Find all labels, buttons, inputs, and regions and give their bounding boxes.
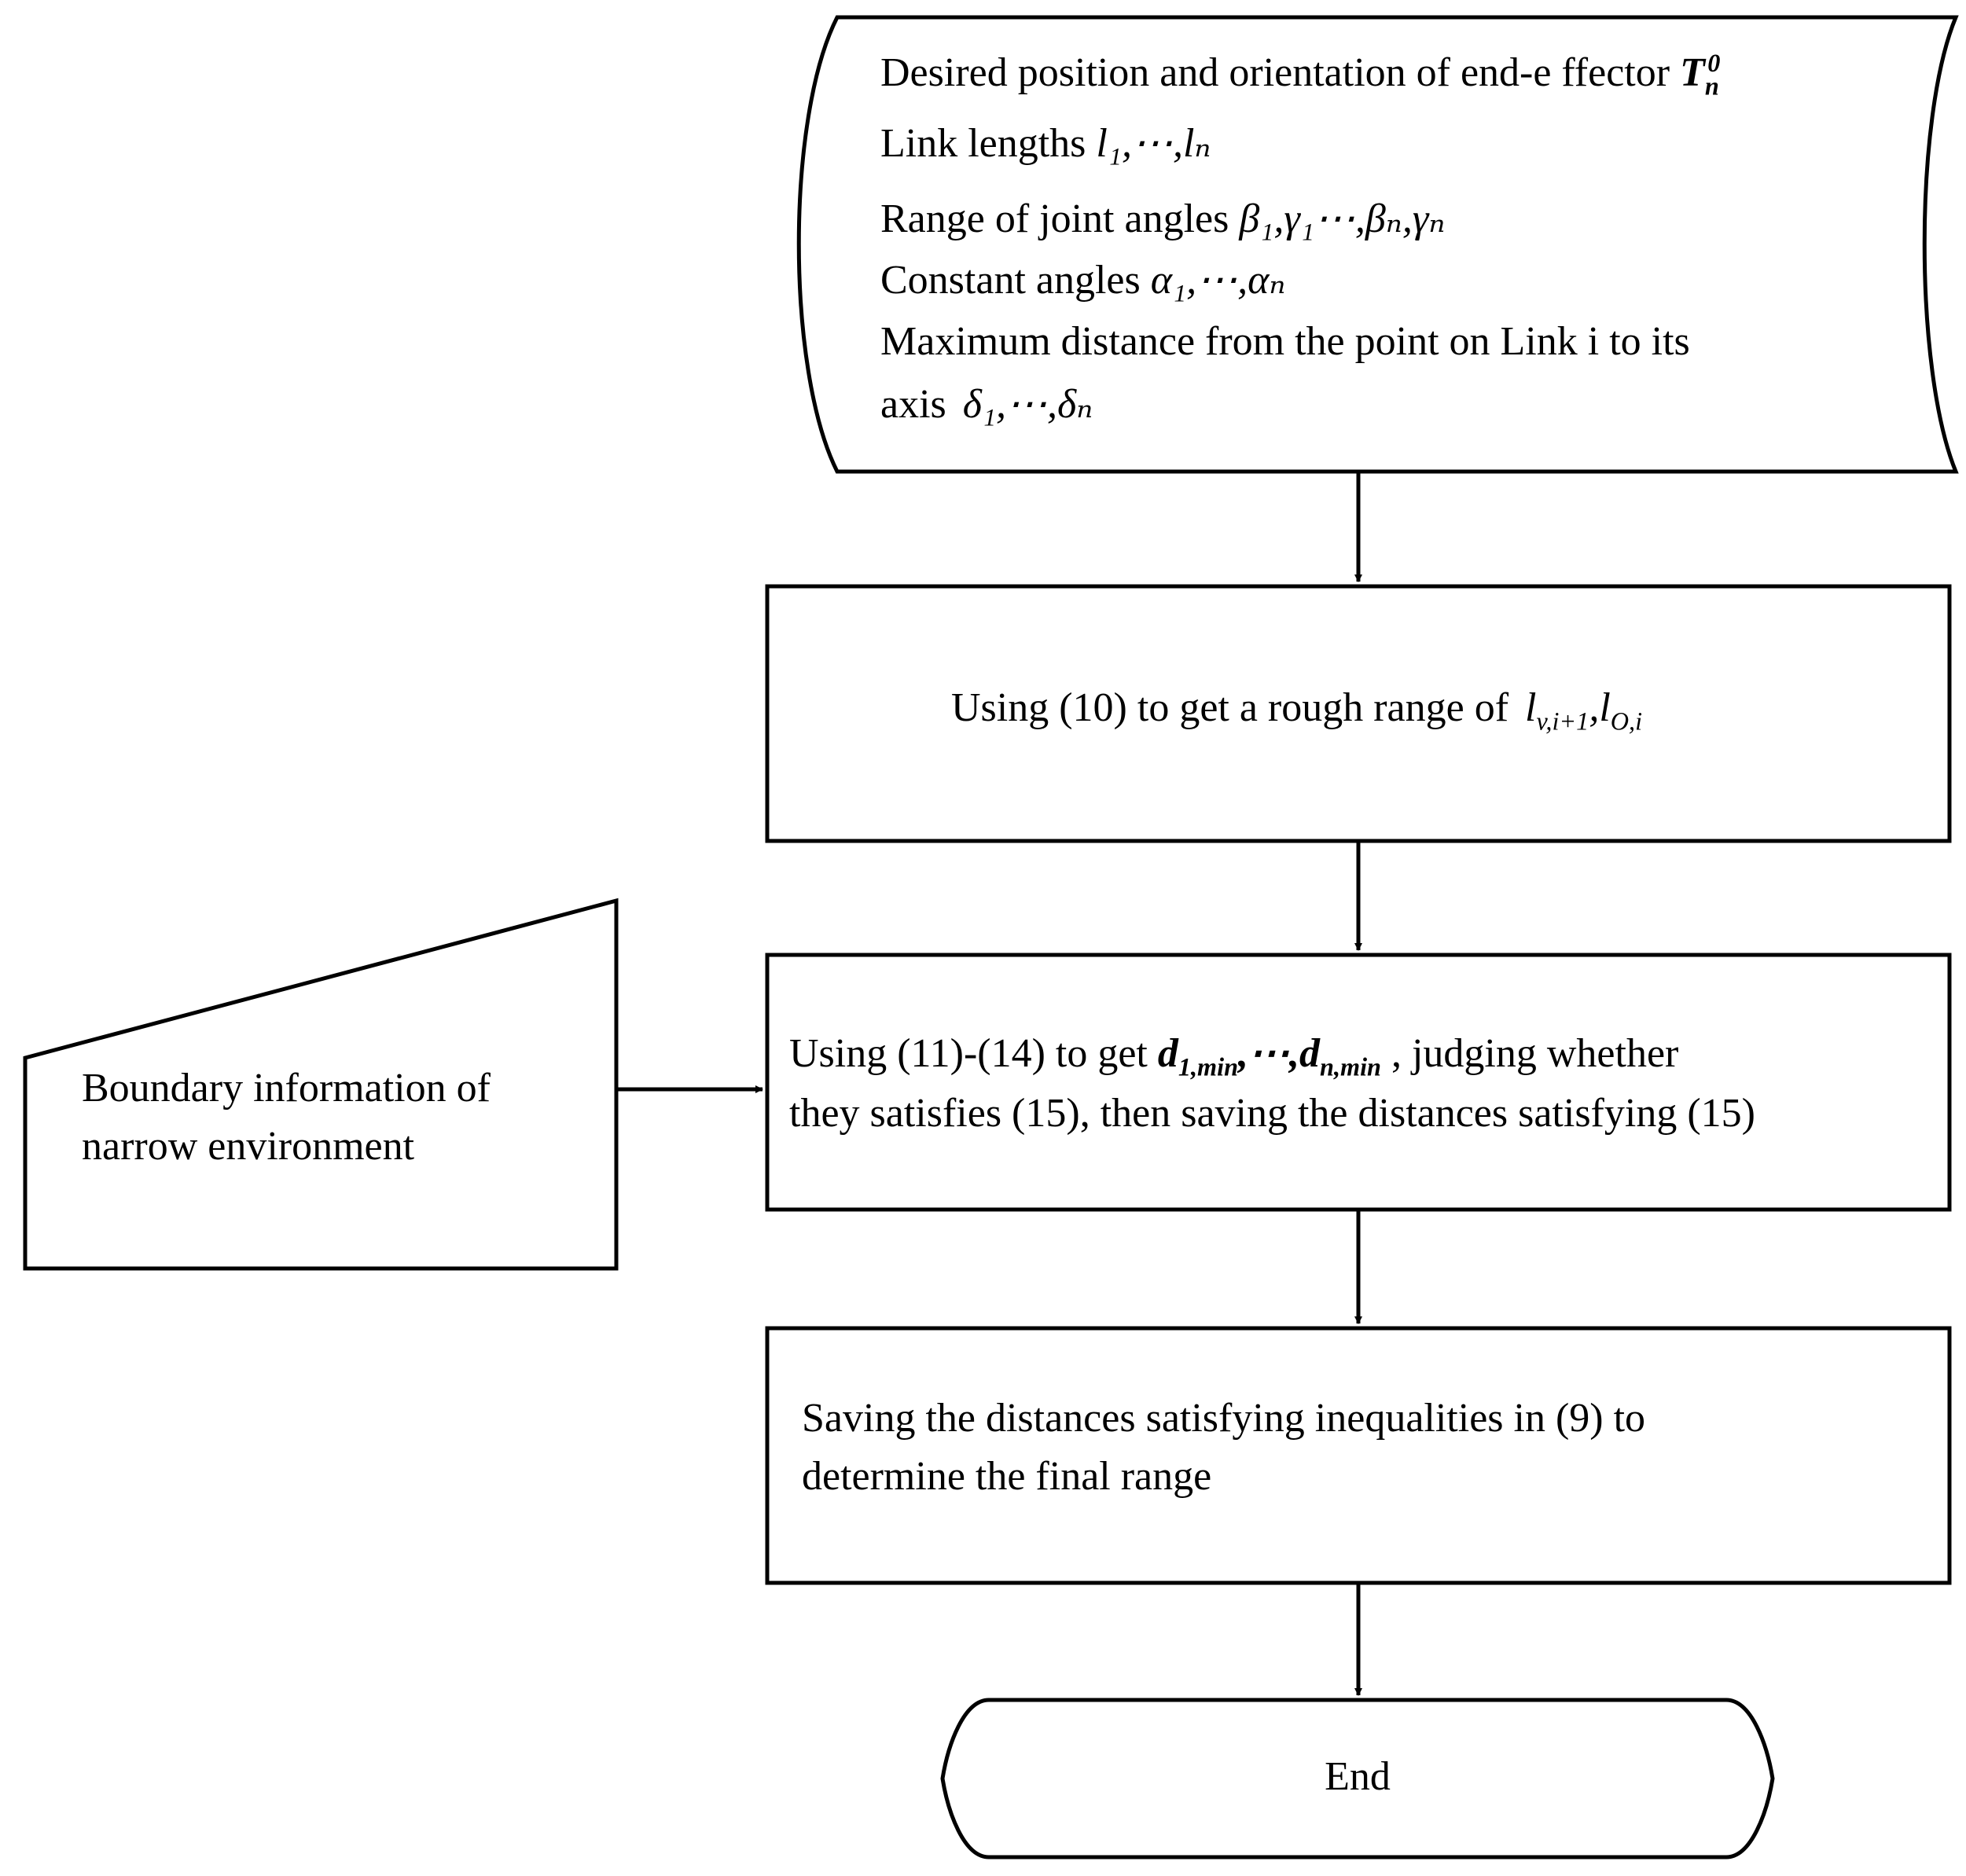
constant-angles-expr: α₁,⋯,αₙ [1150, 258, 1286, 303]
step2-expr-a: d [1157, 1031, 1178, 1076]
step1-expr-b: l [1599, 685, 1611, 730]
input-line-5-text: Maximum distance from the point on Link … [880, 319, 1690, 364]
end-terminator-shape [940, 1698, 1775, 1859]
boundary-line-1-text: Boundary information of [82, 1066, 491, 1111]
step3-line-2: determine the final range [802, 1452, 1211, 1501]
input-line-3: Range of joint angles β₁,γ₁⋯,βₙ,γₙ [880, 195, 1445, 244]
boundary-line-2: narrow environment [82, 1122, 414, 1171]
input-line-6-text: axis [880, 382, 946, 427]
input-line-1-text: Desired position and orientation of end-… [880, 50, 1670, 95]
input-line-3-text: Range of joint angles [880, 196, 1229, 241]
end-label-text: End [1325, 1754, 1391, 1799]
transform-symbol-sup: 0 [1707, 48, 1721, 77]
step2-text-pre: Using (11)-(14) to get [789, 1031, 1148, 1076]
step2-box [765, 953, 1952, 1212]
step1-label: Using (10) to get a rough range of [951, 685, 1509, 730]
input-line-5: Maximum distance from the point on Link … [880, 318, 1690, 366]
step3-line-1-text: Saving the distances satisfying inequali… [802, 1396, 1646, 1441]
input-line-6: axis δ₁,⋯,δₙ [880, 380, 1093, 429]
step1-expr-a: l [1525, 685, 1537, 730]
step2-expr-a-sub: 1,min [1178, 1052, 1239, 1081]
input-line-4: Constant angles α₁,⋯,αₙ [880, 256, 1286, 305]
step3-line-1: Saving the distances satisfying inequali… [802, 1394, 1645, 1443]
step2-line-1: Using (11)-(14) to get d1,min,⋯,dn,min ,… [789, 1030, 1679, 1081]
step1-expr-b-sub: O,i [1610, 707, 1643, 736]
step1-expr: lv,i+1,lO,i [1525, 685, 1643, 736]
input-line-4-text: Constant angles [880, 258, 1141, 303]
max-distance-expr: δ₁,⋯,δₙ [962, 382, 1093, 427]
input-data-shape [796, 15, 1959, 474]
input-line-2: Link lengths l₁,⋯,lₙ [880, 119, 1211, 168]
step2-line-2-text: they satisfies (15), then saving the dis… [789, 1091, 1755, 1136]
step3-line-2-text: determine the final range [802, 1454, 1212, 1499]
boundary-line-1: Boundary information of [82, 1064, 491, 1113]
transform-symbol: Tn0 [1680, 48, 1721, 99]
input-line-2-text: Link lengths [880, 121, 1086, 166]
boundary-line-2-text: narrow environment [82, 1124, 415, 1169]
joint-angles-expr: β₁,γ₁⋯,βₙ,γₙ [1239, 196, 1446, 241]
step2-line-2: they satisfies (15), then saving the dis… [789, 1089, 1755, 1138]
step2-text-post: , judging whether [1391, 1031, 1679, 1076]
boundary-input-shape [23, 898, 619, 1271]
end-label: End [943, 1753, 1773, 1801]
link-lengths-expr: l₁,⋯,lₙ [1096, 121, 1211, 166]
step2-expr-b-sub: n,min [1320, 1052, 1381, 1081]
transform-symbol-sub: n [1704, 72, 1719, 101]
step2-expr: d1,min,⋯,dn,min [1157, 1031, 1381, 1081]
transform-symbol-letter: T [1680, 50, 1705, 95]
step2-expr-b: d [1299, 1031, 1321, 1076]
step1-text: Using (10) to get a rough range of lv,i+… [951, 684, 1643, 736]
step1-expr-a-sub: v,i+1 [1536, 707, 1589, 736]
input-line-1: Desired position and orientation of end-… [880, 48, 1721, 99]
